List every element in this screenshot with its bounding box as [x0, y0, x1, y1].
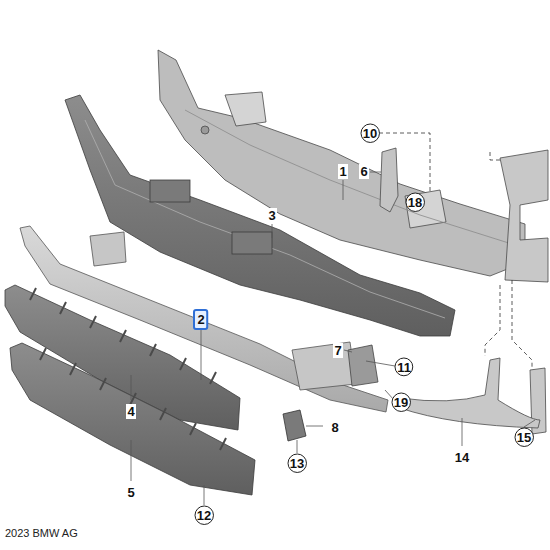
callout-number: 4	[126, 404, 135, 419]
callout-number: 1	[338, 164, 347, 179]
rubber-buffer	[283, 410, 306, 441]
callout-number: 2	[197, 313, 204, 326]
bracket	[380, 148, 398, 212]
callout-number: 13	[290, 457, 304, 470]
callout-circle: 13	[287, 453, 307, 473]
callout-number: 12	[197, 509, 211, 522]
mount-bracket	[348, 345, 378, 386]
leader-lines	[131, 172, 535, 505]
support-arm	[400, 358, 540, 428]
callout-number: 14	[454, 450, 470, 465]
callout-circle: 19	[391, 392, 411, 412]
callout-number: 8	[330, 420, 339, 435]
callout-circle: 12	[194, 505, 214, 525]
callout-number: 11	[397, 361, 411, 374]
dashed-lines	[379, 133, 532, 368]
highlighted-callout: 2	[193, 309, 208, 330]
callout-number: 18	[408, 196, 422, 209]
callout-circle: 15	[514, 427, 534, 447]
callout-number: 5	[126, 485, 135, 500]
copyright-note: 2023 BMW AG	[4, 527, 79, 540]
callout-number: 15	[517, 431, 531, 444]
callout-circle: 10	[360, 123, 380, 143]
callout-number: 3	[267, 208, 276, 223]
callout-number: 10	[363, 127, 377, 140]
lower-deflector	[10, 343, 255, 495]
callout-number: 19	[394, 396, 408, 409]
side-frame	[500, 150, 548, 434]
callout-circle: 11	[394, 357, 414, 377]
callout-circle: 18	[405, 192, 425, 212]
callout-number: 7	[333, 343, 342, 358]
callout-number: 6	[359, 164, 368, 179]
